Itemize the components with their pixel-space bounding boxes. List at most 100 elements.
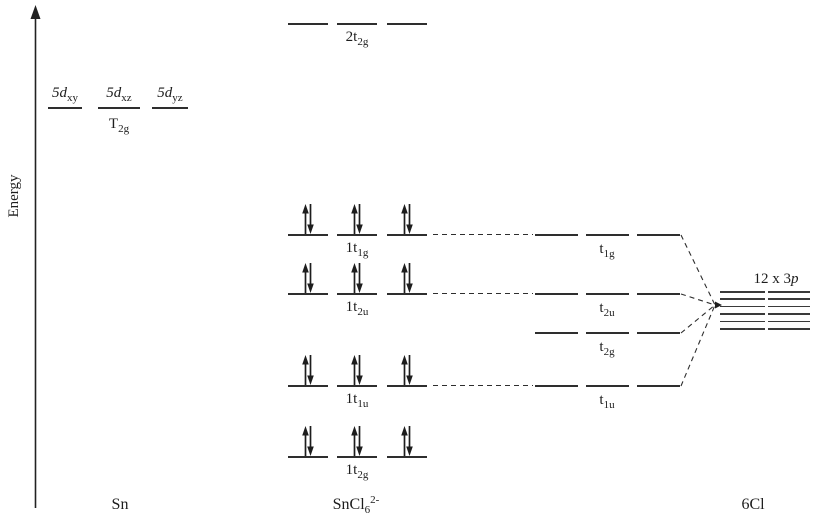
up-down-arrows [302, 426, 314, 456]
up-down-arrows [302, 263, 314, 293]
cl-label-base: t [599, 392, 604, 408]
sn-orbital-base: 5d [52, 85, 67, 101]
cl-level-line-t2g [586, 332, 629, 334]
electron-pair-icon [400, 263, 414, 293]
sn-orbital-sub: xz [121, 92, 132, 104]
mo-level-line-1t1u [387, 385, 427, 387]
mo-level-line-2t2g [337, 23, 377, 25]
mo-level-label-2t2g: 2t2g [317, 29, 397, 48]
p-orbital-line-stack1 [720, 298, 765, 300]
cl-label-base: t [599, 241, 604, 257]
p-orbitals-label-italic: p [791, 271, 799, 287]
cl-level-label-t2g: t2g [567, 339, 647, 358]
mo-level-line-1t2g [387, 456, 427, 458]
sn-level-line-xy [48, 107, 82, 109]
sn-orbital-label-xy: 5dxy [35, 85, 95, 104]
mo-level-line-1t2g [288, 456, 328, 458]
up-down-arrows [401, 204, 413, 234]
mo-level-line-1t1u [288, 385, 328, 387]
electron-pair-icon [350, 204, 364, 234]
mo-level-label-1t2u: 1t2u [317, 299, 397, 318]
mo-label-base: 1t [345, 240, 358, 256]
cl-level-line-t1g [535, 234, 578, 236]
p-orbital-line-stack2 [768, 320, 810, 323]
mo-level-line-2t2g [288, 23, 328, 25]
sn-level-line-yz [152, 107, 188, 109]
mo-level-label-1t1u: 1t1u [317, 391, 397, 410]
sn-term-base: T [108, 116, 119, 132]
complex-label-base: SnCl [332, 496, 365, 513]
cl-level-label-t1u: t1u [567, 392, 647, 411]
p-orbital-line-stack2 [768, 305, 810, 308]
sn-orbital-sub: xy [67, 92, 78, 104]
mo-cl-dashed-connector [433, 234, 533, 236]
p-orbital-line-stack1 [720, 320, 765, 323]
mo-level-line-1t1u [337, 385, 377, 387]
mo-label-sub: 1g [357, 247, 369, 259]
p-orbital-line-stack2 [768, 291, 810, 293]
cl-label-sub: 1u [603, 399, 615, 411]
convergence-dash-line-t1g [680, 234, 716, 306]
convergence-arrowhead-icon [715, 301, 722, 309]
up-down-arrows [351, 204, 363, 234]
cl-level-label-t1g: t1g [567, 241, 647, 260]
mo-level-line-1t1g [288, 234, 328, 236]
cl-level-line-t1g [586, 234, 629, 236]
p-orbital-line-stack1 [720, 291, 765, 293]
mo-label-base: 1t [345, 462, 358, 478]
cl-label-base: t [599, 339, 604, 355]
sn-orbital-base: 5d [106, 85, 122, 101]
electron-pair-icon [400, 426, 414, 456]
electron-pair-icon [301, 263, 315, 293]
mo-label-base: 2t [345, 29, 358, 45]
cl-level-line-t1u [535, 385, 578, 387]
mo-level-line-1t2u [387, 293, 427, 295]
electron-pair-icon [350, 355, 364, 385]
cl-level-label-t2u: t2u [567, 300, 647, 319]
p-orbital-line-stack2 [768, 328, 810, 330]
up-down-arrows [302, 355, 314, 385]
sn-orbital-base: 5d [157, 85, 173, 101]
sn-term-label: T2g [89, 116, 149, 135]
column-label-sn: Sn [111, 496, 129, 513]
sn-orbital-label-yz: 5dyz [140, 85, 200, 104]
mo-level-label-1t2g: 1t2g [317, 462, 397, 481]
convergence-dash-line-t1u [680, 304, 716, 387]
p-orbital-line-stack2 [768, 298, 810, 300]
cl-level-line-t2u [586, 293, 629, 295]
cl-level-line-t2g [637, 332, 680, 334]
mo-label-sub: 2u [357, 306, 369, 318]
energy-axis-arrowhead-icon [30, 5, 41, 19]
column-label-chlorine: 6Cl [741, 496, 765, 513]
cl-label-sub: 1g [603, 248, 615, 260]
mo-cl-dashed-connector [433, 385, 533, 387]
electron-pair-icon [350, 426, 364, 456]
mo-label-base: 1t [345, 391, 358, 407]
sn-level-line-xz [98, 107, 140, 109]
p-orbitals-label-prefix: 12 x 3 [753, 271, 792, 287]
sn-orbital-label-xz: 5dxz [89, 85, 149, 104]
complex-label-sub: 6 [364, 504, 371, 516]
cl-level-line-t2g [535, 332, 578, 334]
mo-label-sub: 2g [357, 469, 369, 481]
electron-pair-icon [301, 426, 315, 456]
cl-level-line-t2u [535, 293, 578, 295]
mo-level-line-1t2u [337, 293, 377, 295]
p-orbital-line-stack1 [720, 305, 765, 308]
electron-pair-icon [301, 355, 315, 385]
cl-level-line-t1u [637, 385, 680, 387]
sn-term-sub: 2g [118, 123, 130, 135]
p-orbital-line-stack1 [720, 328, 765, 330]
complex-label-sup: 2- [370, 494, 380, 506]
mo-label-sub: 1u [357, 398, 369, 410]
p-orbital-line-stack2 [768, 313, 810, 315]
up-down-arrows [401, 355, 413, 385]
mo-cl-dashed-connector [433, 293, 533, 295]
electron-pair-icon [301, 204, 315, 234]
p-orbitals-label: 12 x 3p [731, 271, 814, 288]
electron-pair-icon [350, 263, 364, 293]
p-orbital-line-stack1 [720, 313, 765, 315]
mo-label-base: 1t [345, 299, 358, 315]
cl-level-line-t2u [637, 293, 680, 295]
